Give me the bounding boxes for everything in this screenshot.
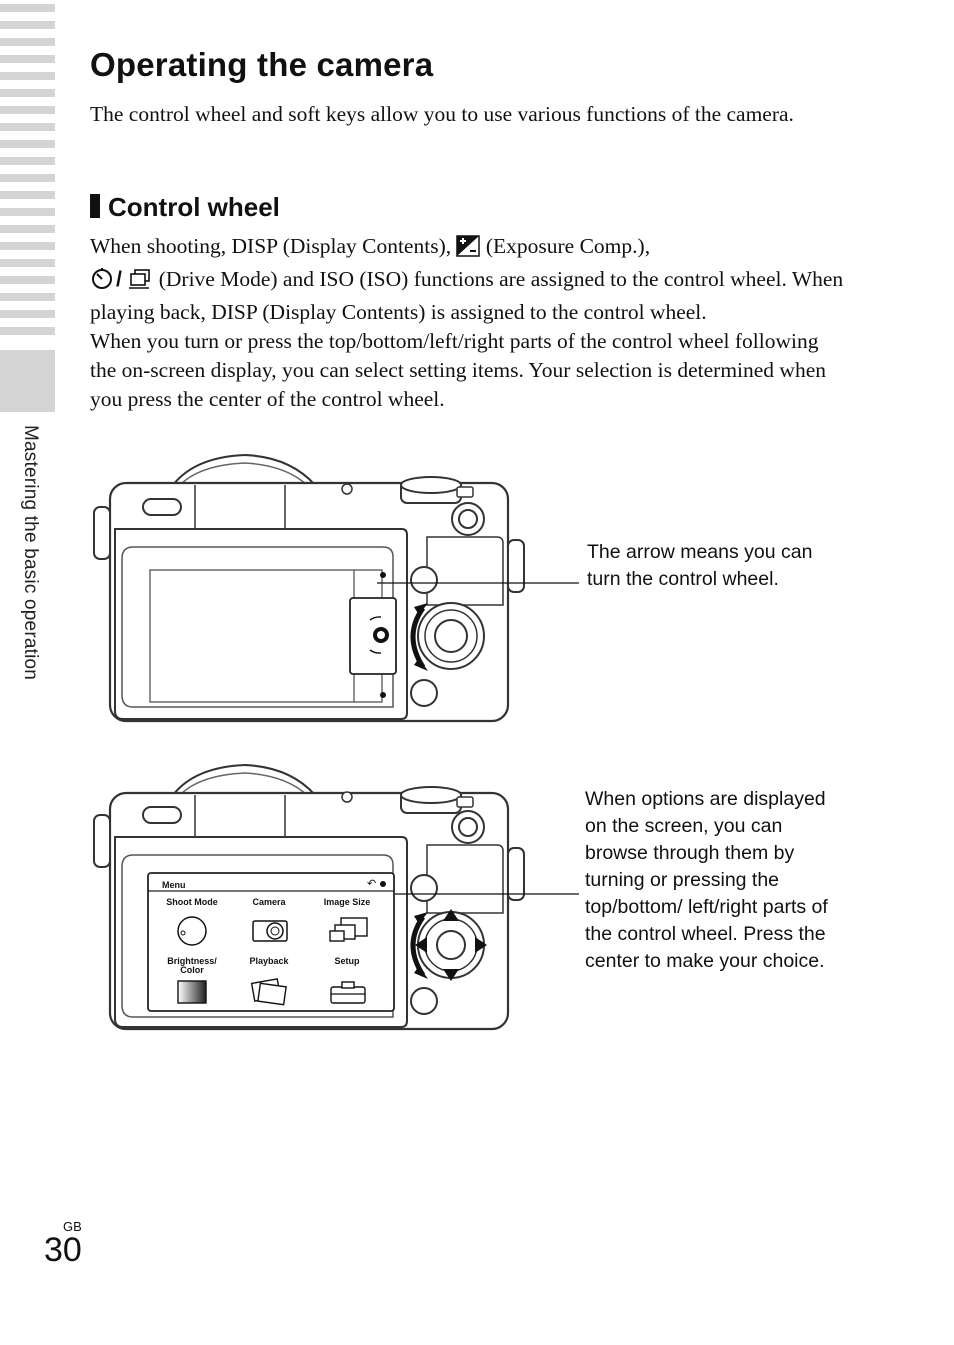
side-stripe — [0, 191, 55, 199]
side-stripe — [0, 72, 55, 80]
side-tab-active — [0, 350, 55, 412]
side-stripe — [0, 276, 55, 284]
menu-item-playback[interactable]: Playback — [249, 956, 289, 966]
side-stripe — [0, 208, 55, 216]
p1-part-c: (Drive Mode) and ISO (ISO) functions are… — [90, 267, 844, 324]
side-stripe — [0, 157, 55, 165]
side-stripe — [0, 123, 55, 131]
side-stripe — [0, 89, 55, 97]
camera-figure-2: Menu ↶ Shoot Mode Camera Image Size Brig… — [93, 763, 579, 1031]
menu-item-shoot-mode[interactable]: Shoot Mode — [166, 897, 218, 907]
body-text: When shooting, DISP (Display Contents), … — [90, 232, 850, 414]
side-tab-stripes — [0, 0, 55, 345]
camera-figure-1 — [93, 453, 579, 723]
section-title: Control wheel — [90, 192, 280, 223]
page-title: Operating the camera — [90, 46, 434, 83]
brightness-color-icon — [177, 980, 207, 1004]
page-number: 30 — [44, 1231, 82, 1269]
side-stripe — [0, 140, 55, 148]
side-stripe — [0, 55, 55, 63]
paragraph-1: When shooting, DISP (Display Contents), … — [90, 232, 850, 327]
side-stripe — [0, 225, 55, 233]
side-stripe — [0, 242, 55, 250]
menu-item-camera[interactable]: Camera — [252, 897, 286, 907]
menu-title: Menu — [162, 880, 186, 890]
side-label: Mastering the basic operation — [20, 425, 41, 681]
region-code: GB — [63, 1219, 82, 1234]
shoot-mode-icon — [177, 916, 207, 946]
intro-text: The control wheel and soft keys allow yo… — [90, 102, 794, 126]
side-stripe — [0, 4, 55, 12]
section-marker-icon — [90, 194, 100, 218]
paragraph-2: When you turn or press the top/bottom/le… — [90, 329, 826, 411]
continuous-shooting-icon — [127, 268, 153, 298]
side-stripe — [0, 327, 55, 335]
control-wheel-icon — [417, 602, 485, 670]
side-stripe — [0, 21, 55, 29]
side-stripe — [0, 174, 55, 182]
side-stripe — [0, 259, 55, 267]
side-stripe — [0, 38, 55, 46]
callout-wheel-arrow: The arrow means you can turn the control… — [587, 541, 813, 590]
self-timer-icon — [90, 266, 116, 298]
setup-icon — [330, 981, 366, 1004]
playback-icon — [250, 978, 287, 1006]
back-icon: ↶ — [367, 878, 376, 890]
p1-part-a: When shooting, DISP (Display Contents), — [90, 234, 452, 258]
direction-arrows-icon — [415, 909, 487, 981]
menu-item-brightness[interactable]: Brightness/ — [167, 956, 217, 966]
slash-separator: / — [116, 267, 122, 291]
menu-dot — [380, 881, 386, 887]
side-stripe — [0, 106, 55, 114]
section-title-text: Control wheel — [108, 192, 280, 222]
menu-item-color[interactable]: Color — [180, 965, 204, 975]
callout-menu-browse: When options are displayed on the screen… — [585, 788, 828, 972]
side-stripe — [0, 310, 55, 318]
p1-part-b: (Exposure Comp.), — [485, 234, 651, 258]
side-stripe — [0, 293, 55, 301]
control-wheel-icon — [417, 911, 485, 979]
menu-item-image-size[interactable]: Image Size — [324, 897, 371, 907]
menu-item-setup[interactable]: Setup — [334, 956, 360, 966]
exposure-comp-icon — [456, 235, 481, 265]
